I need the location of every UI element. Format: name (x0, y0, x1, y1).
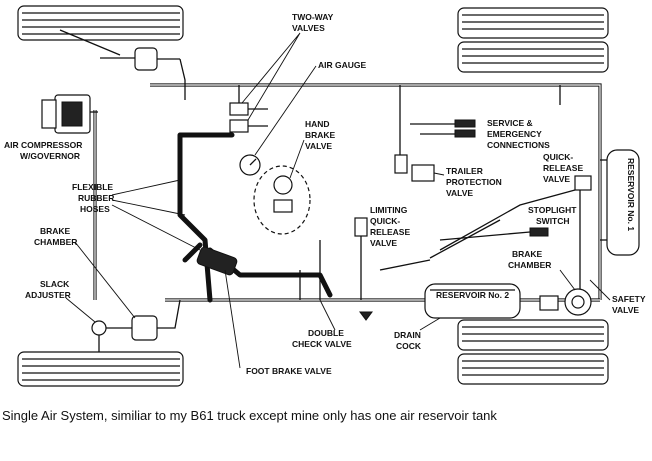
label-trailer-protection: TRAILER PROTECTION VALVE (446, 166, 504, 198)
label-foot-brake-valve: FOOT BRAKE VALVE (246, 366, 332, 376)
label-flexible-hoses: FLEXIBLE RUBBER HOSES (72, 182, 117, 214)
label-air-compressor: AIR COMPRESSOR W/GOVERNOR (4, 140, 85, 161)
label-stoplight-switch: STOPLIGHT SWITCH (528, 205, 579, 226)
front-brake-chamber (134, 47, 186, 100)
label-quick-release: QUICK- RELEASE VALVE (543, 152, 586, 184)
front-axle (59, 29, 140, 59)
frame-rails (93, 83, 602, 302)
rear-pipes (319, 189, 576, 300)
two-way-valves (229, 85, 268, 133)
air-gauge (239, 154, 261, 176)
reservoir-no-1 (600, 149, 640, 256)
double-check-valve (299, 270, 373, 321)
reservoir-no-2 (424, 283, 521, 319)
slack-adjuster (91, 320, 107, 352)
rear-brake-chamber-left (105, 299, 181, 341)
trailer-protection-valve (394, 154, 435, 182)
rear-brake-chamber-right (539, 288, 592, 316)
limiting-quick-release-valve (354, 217, 368, 300)
caption: Single Air System, similiar to my B61 tr… (2, 408, 497, 423)
foot-brake-valve (196, 246, 241, 369)
service-emergency-connections (399, 85, 476, 160)
front-right-tires (457, 7, 609, 73)
label-brake-chamber-right: BRAKE CHAMBER (508, 249, 551, 270)
rear-right-tires (457, 319, 609, 385)
label-brake-chamber-left: BRAKE CHAMBER (34, 226, 77, 247)
label-double-check: DOUBLE CHECK VALVE (292, 328, 352, 349)
front-left-tire (17, 5, 184, 41)
air-brake-system-diagram: TWO-WAY VALVES AIR GAUGE HAND BRAKE VALV… (4, 5, 648, 387)
label-safety-valve: SAFETY VALVE (612, 294, 648, 315)
label-two-way-valves: TWO-WAY VALVES (292, 12, 335, 33)
label-air-gauge: AIR GAUGE (318, 60, 367, 70)
label-hand-brake-valve: HAND BRAKE VALVE (305, 119, 338, 151)
label-service-emergency: SERVICE & EMERGENCY CONNECTIONS (487, 118, 550, 150)
hand-brake-valve (253, 165, 311, 235)
label-drain-cock: DRAIN COCK (394, 330, 423, 351)
rear-left-tire (17, 351, 184, 387)
label-slack-adjuster: SLACK ADJUSTER (25, 279, 72, 300)
label-limiting-quick-release: LIMITING QUICK- RELEASE VALVE (370, 205, 413, 248)
stoplight-switch (439, 227, 549, 241)
label-reservoir-2: RESERVOIR No. 2 (436, 290, 509, 300)
quick-release-valve (559, 85, 592, 300)
label-reservoir-1: RESERVOIR No. 1 (626, 158, 636, 231)
air-compressor (41, 94, 98, 134)
